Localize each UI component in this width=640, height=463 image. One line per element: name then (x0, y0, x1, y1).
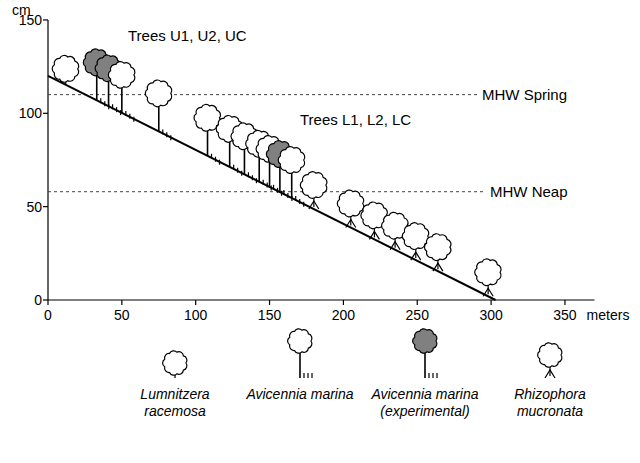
tide-label: MHW Neap (490, 184, 568, 200)
axis-label: 300 (479, 307, 502, 323)
tree-symbol (337, 190, 364, 227)
axis-label: 0 (34, 292, 42, 308)
tree-symbol (300, 172, 327, 209)
x-tick (121, 300, 122, 305)
tree-symbol (475, 259, 501, 296)
axis-label: 150 (258, 307, 281, 323)
y-tick (43, 19, 48, 20)
axis-label: 50 (114, 307, 130, 323)
tree-symbol (163, 351, 187, 378)
axes (43, 20, 594, 305)
y-tick (43, 113, 48, 114)
tide-label: MHW Spring (482, 87, 567, 103)
trees (52, 49, 501, 296)
legend-text: Avicennia marina (237, 386, 363, 403)
legend-text: Lumnitzera racemosa (112, 386, 238, 420)
axis-label: 200 (332, 307, 355, 323)
tree-symbol (413, 329, 437, 378)
x-tick (47, 300, 48, 305)
axis-label: 100 (19, 105, 42, 121)
tide-line (48, 191, 486, 192)
tree-symbol (145, 80, 171, 140)
x-tick (491, 300, 492, 305)
tree-symbol (288, 329, 312, 378)
legend-text: Avicennia marina (experimental) (362, 386, 488, 420)
axis-label: 350 (553, 307, 576, 323)
y-tick (43, 299, 48, 300)
y-axis (47, 20, 48, 300)
axis-label: 250 (406, 307, 429, 323)
tide-line (48, 94, 478, 95)
tree-group-label: Trees L1, L2, LC (300, 112, 411, 128)
x-tick (343, 300, 344, 305)
tree-symbol (278, 147, 305, 207)
tree-symbol (538, 343, 562, 378)
x-tick (564, 300, 565, 305)
x-tick (269, 300, 270, 305)
x-axis (48, 299, 594, 300)
axis-label: 0 (44, 307, 52, 323)
axis-label: 50 (26, 199, 42, 215)
tree-symbol (194, 104, 220, 164)
tree-symbol (424, 234, 450, 271)
tree-group-label: Trees U1, U2, UC (128, 28, 247, 44)
x-tick (417, 300, 418, 305)
tree-symbol (402, 223, 428, 260)
x-tick (195, 300, 196, 305)
axis-label: 150 (19, 12, 42, 28)
legend-text: Rhizophora mucronata (487, 386, 613, 420)
tree-symbol (52, 55, 78, 84)
tree-symbol (108, 62, 134, 122)
axis-label: meters (587, 307, 630, 323)
y-tick (43, 206, 48, 207)
legend-icons (163, 329, 562, 378)
axis-label: 100 (184, 307, 207, 323)
ground-line (48, 76, 496, 300)
